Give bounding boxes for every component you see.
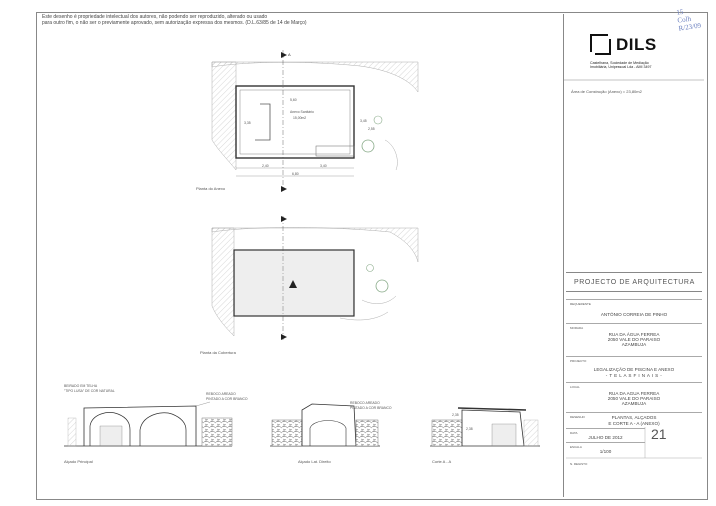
label-beirado-2: "TIPO LUSA" DE COR NATURAL [64, 389, 115, 393]
label-anexo-area: 15,00m2 [293, 116, 306, 120]
alcado-lateral-direito [270, 403, 380, 447]
planta-anexo [211, 50, 419, 192]
alcado-principal [64, 401, 233, 447]
dim-bottom-1: 2,40 [262, 164, 269, 168]
local-line-3: AZAMBUJA [621, 401, 647, 406]
desenho-box: DESENHO PLANTAS, ALÇADOS E CORTE A - A (… [566, 412, 702, 428]
local-line-2: 2050 VALE DO PARAISO [607, 396, 661, 401]
project-title: PROJECTO DE ARQUITECTURA [566, 272, 702, 292]
dim-left: 3,35 [244, 121, 251, 125]
projecto-line-2: - T E L A S F I N A I S - [605, 373, 663, 378]
escala-label: ESCALA [570, 445, 582, 449]
desenho-line-1: PLANTAS, ALÇADOS [611, 415, 657, 420]
morada-box: MORADA RUA DA ÁGUA FERREA 2050 VALE DO P… [566, 323, 702, 353]
dim-top: 5,60 [290, 98, 297, 102]
data-box: DATA JULHO DE 2012 [566, 428, 645, 442]
projecto-line-1: LEGALIZAÇÃO DE PISCINA E ANEXO [593, 367, 675, 372]
dim-right-2: 2,55 [368, 127, 375, 131]
morada-line-3: AZAMBUJA [621, 342, 647, 347]
label-reboco-1: REBOCO AREADO [206, 392, 236, 396]
logo-sub-line-1: Castelhana, Sociedade de Mediação [590, 61, 649, 65]
requerente-name: ANTÓNIO CORREIA DE PINHO [600, 312, 668, 317]
projecto-label: PROJECTO [570, 359, 587, 363]
dim-bottom-2: 3,40 [320, 164, 327, 168]
requerente-label: REQUERENTE [570, 302, 591, 306]
local-line-1: RUA DA AGUA FERREA [608, 391, 660, 396]
local-label: LOCAL [570, 385, 580, 389]
dim-bottom-3: 6,80 [292, 172, 299, 176]
section-marker-a-top: A [288, 52, 291, 57]
label-reboco-4: PINTADO A COR BRANCO [350, 406, 392, 410]
logo-sub-line-2: Imobiliária, Unipessoal Lda - AMI 3497 [590, 65, 652, 70]
title-block [563, 14, 705, 497]
morada-line-2: 2050 VALE DO PARAISO [607, 337, 661, 342]
corte-dim-2: 2,38 [466, 427, 473, 431]
requerente-box: REQUERENTE ANTÓNIO CORREIA DE PINHO [566, 299, 702, 323]
label-planta-anexo: Planta do Anexo [196, 186, 226, 191]
planta-cobertura [211, 216, 419, 340]
label-planta-cobertura: Planta da Cobertura [200, 350, 237, 355]
company-logo: DILS Castelhana, Sociedade de Mediação I… [590, 34, 680, 74]
label-alcado-lateral: Alçado Lat. Direito [298, 459, 331, 464]
projecto-box: PROJECTO LEGALIZAÇÃO DE PISCINA E ANEXO … [566, 356, 702, 382]
morada-label: MORADA [570, 326, 584, 330]
corte-dim-1: 2,35 [452, 413, 459, 417]
notice-line-2: para outro fim, o não ser o previamente … [42, 20, 307, 27]
logo-brand: DILS [616, 35, 657, 54]
label-reboco-3: REBOCO AREADO [350, 401, 380, 405]
data-label: DATA [570, 431, 578, 435]
label-beirado-1: BEIRADO EM TELHA [64, 384, 98, 388]
escala-value: 1/100 [599, 449, 612, 454]
dim-right-1: 3,45 [360, 119, 367, 123]
desenho-label: DESENHO [570, 415, 585, 419]
escala-box: ESCALA 1/100 [566, 442, 645, 458]
data-value: JULHO DE 2012 [588, 435, 623, 440]
logo-mark-inner-icon [595, 39, 611, 55]
sheet-number: 21 [651, 426, 667, 442]
label-alcado-principal: Alçado Principal [64, 459, 93, 464]
registo-box: N. REGISTO [566, 458, 702, 496]
local-box: LOCAL RUA DA AGUA FERREA 2050 VALE DO PA… [566, 382, 702, 410]
notice-line-1: Este desenho é propriedade intelectual d… [42, 14, 268, 20]
copyright-notice: Este desenho é propriedade intelectual d… [42, 14, 402, 27]
morada-line-1: RUA DA ÁGUA FERREA [608, 332, 660, 337]
label-corte: Corte A - A [432, 459, 451, 464]
logo-mark-icon [590, 34, 608, 52]
label-anexo-text: Anexo Sanitário [290, 110, 314, 114]
label-reboco-2: PINTADO A COR BRANCO [206, 397, 248, 401]
logo-subtitle: Castelhana, Sociedade de Mediação Imobil… [590, 61, 680, 70]
desenho-line-2: E CORTE A - A (ANEXO) [608, 421, 660, 426]
registo-label: N. REGISTO [570, 462, 588, 466]
drawing-sheet-frame [36, 12, 708, 500]
corte-a-a [430, 407, 540, 447]
construction-area: Área de Construção (Anexo) = 23,80m2 [571, 89, 642, 94]
